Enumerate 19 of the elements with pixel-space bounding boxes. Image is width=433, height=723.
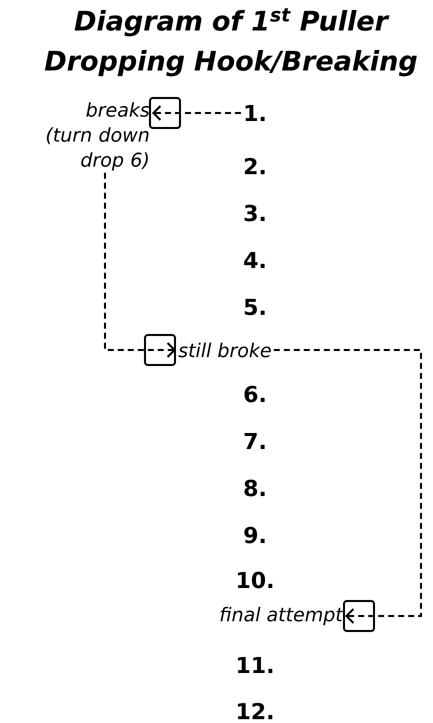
step-number: 4. bbox=[244, 252, 265, 268]
step-number: 7. bbox=[244, 432, 265, 450]
step-number: 8. bbox=[244, 480, 265, 496]
step-number: 12. bbox=[238, 702, 272, 720]
arrow bbox=[149, 97, 241, 129]
arrow bbox=[274, 349, 422, 632]
note-text: breaks (turn down drop 6) bbox=[46, 102, 150, 171]
note-text: still broke bbox=[178, 342, 271, 358]
step-number: 1. bbox=[246, 104, 265, 122]
step-number: 10. bbox=[238, 572, 272, 588]
note-text: final attempt bbox=[220, 606, 344, 626]
step-number: 5. bbox=[244, 298, 265, 316]
step-number: 9. bbox=[244, 526, 265, 544]
step-number: 11. bbox=[238, 656, 272, 674]
step-number: 6. bbox=[244, 386, 265, 402]
title: Diagram of 1$^{st}$ Puller Dropping Hook/Breaking bbox=[44, 8, 417, 76]
step-number: 3. bbox=[244, 204, 265, 222]
arrow bbox=[104, 172, 176, 366]
step-number: 2. bbox=[244, 158, 265, 174]
